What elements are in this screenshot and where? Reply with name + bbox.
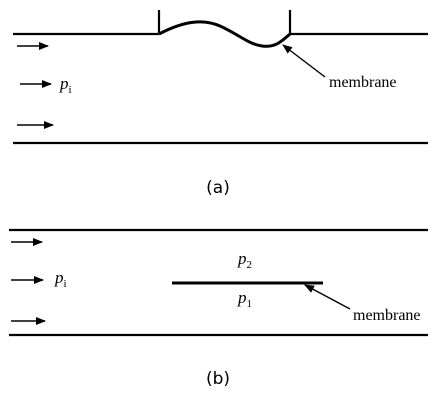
pressure-subscript: 1	[247, 298, 253, 310]
inlet-pressure-label: pi	[59, 74, 72, 96]
pressure-symbol: p	[54, 268, 64, 287]
panel-b: pi p2 p1 membrane (b)	[9, 228, 428, 389]
upper-pressure-label: p2	[237, 249, 252, 271]
membrane-pointer-arrow	[304, 284, 351, 310]
membrane-pointer-arrow	[282, 44, 326, 78]
membrane-a	[158, 20, 291, 48]
caption-b: (b)	[206, 369, 230, 389]
pressure-symbol: p	[237, 288, 247, 307]
panel-a: pi membrane (a)	[13, 10, 428, 198]
pressure-symbol: p	[59, 74, 69, 93]
pressure-subscript: i	[64, 278, 67, 290]
pressure-subscript: 2	[247, 259, 253, 271]
inlet-pressure-label: pi	[54, 268, 67, 290]
lower-pressure-label: p1	[237, 288, 252, 310]
membrane-label: membrane	[329, 74, 397, 91]
pressure-symbol: p	[237, 249, 247, 268]
membrane-label: membrane	[353, 307, 421, 324]
caption-a: (a)	[206, 178, 230, 198]
pressure-subscript: i	[69, 84, 72, 96]
